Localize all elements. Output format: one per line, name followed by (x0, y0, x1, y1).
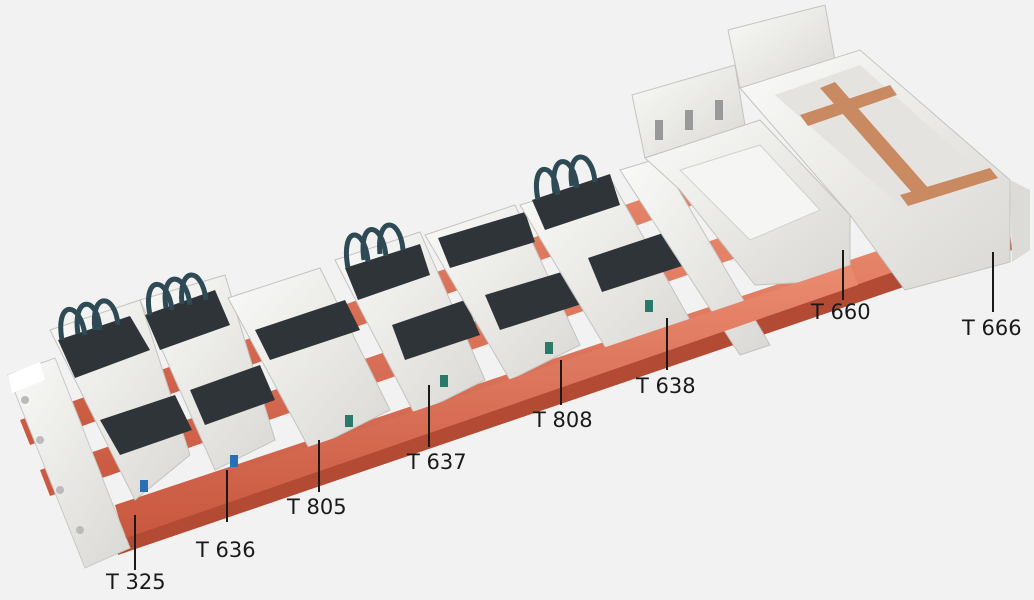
module-t808 (424, 204, 588, 381)
leader-t637 (428, 385, 430, 447)
leader-t666 (992, 252, 994, 312)
leader-t636 (226, 470, 228, 522)
label-t660: T 660 (811, 300, 871, 324)
label-t808: T 808 (533, 408, 593, 432)
leader-t638 (666, 318, 668, 370)
module-t638 (519, 154, 691, 356)
module-t805 (227, 267, 391, 451)
module-t636-left (49, 298, 192, 501)
label-t805: T 805 (287, 495, 347, 519)
label-t638: T 638 (636, 374, 696, 398)
module-t660 (631, 64, 851, 286)
label-t666: T 666 (962, 316, 1022, 340)
label-t325: T 325 (106, 570, 166, 594)
end-support-t325 (7, 357, 131, 569)
label-t637: T 637 (407, 450, 467, 474)
module-t666 (727, 4, 1030, 291)
front-busbar (120, 265, 858, 538)
leader-t660 (842, 250, 844, 300)
leader-t805 (318, 440, 320, 492)
label-t636: T 636 (196, 538, 256, 562)
leader-t808 (560, 360, 562, 405)
leader-t325 (134, 515, 136, 570)
module-t636 (139, 272, 276, 471)
module-t637 (334, 222, 486, 416)
